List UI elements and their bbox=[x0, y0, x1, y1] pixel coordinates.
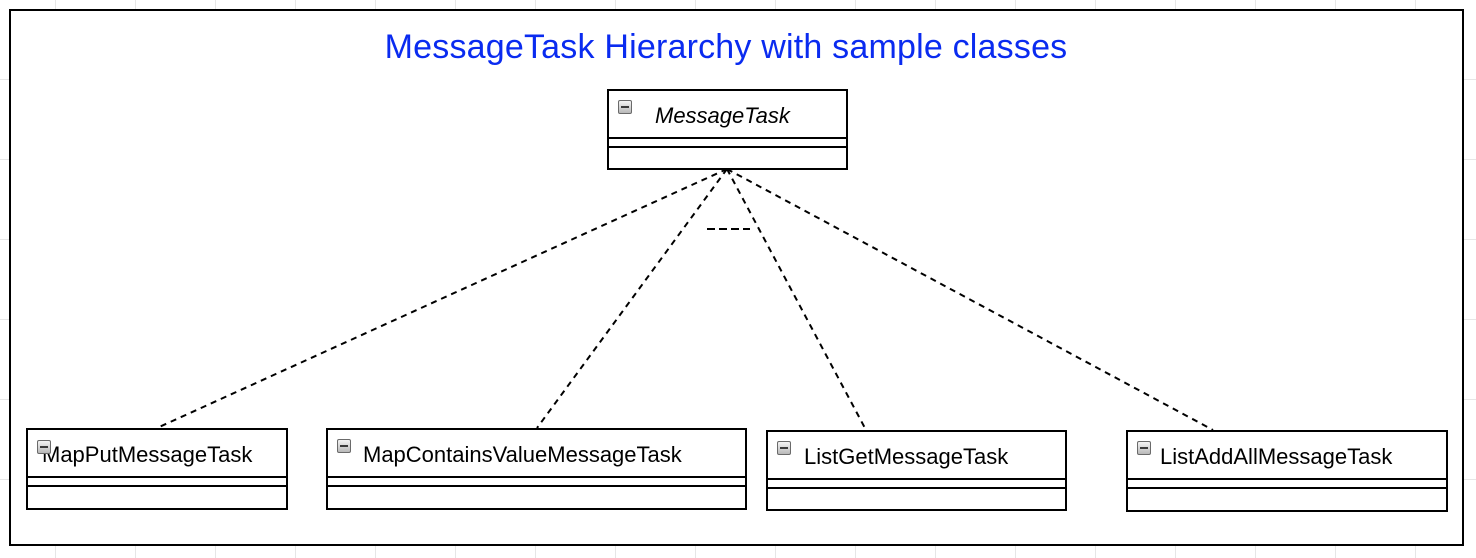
class-attributes-compartment bbox=[768, 480, 1065, 489]
class-attributes-compartment bbox=[28, 478, 286, 487]
class-name-row: MapPutMessageTask bbox=[28, 430, 286, 478]
class-box-list-get-message-task[interactable]: ListGetMessageTask bbox=[766, 430, 1067, 511]
realization-line-map-put bbox=[156, 168, 728, 429]
class-attributes-compartment bbox=[1128, 480, 1446, 489]
class-name-row: MessageTask bbox=[609, 91, 846, 139]
class-box-map-contains-value-message-task[interactable]: MapContainsValueMessageTask bbox=[326, 428, 747, 510]
class-name-row: MapContainsValueMessageTask bbox=[328, 430, 745, 478]
collapse-icon[interactable] bbox=[337, 439, 351, 453]
collapse-icon[interactable] bbox=[37, 440, 51, 454]
class-box-list-add-all-message-task[interactable]: ListAddAllMessageTask bbox=[1126, 430, 1448, 512]
diagram-title: MessageTask Hierarchy with sample classe… bbox=[384, 28, 1068, 66]
class-name: MapPutMessageTask bbox=[42, 442, 253, 467]
class-attributes-compartment bbox=[609, 139, 846, 148]
class-name-row: ListAddAllMessageTask bbox=[1128, 432, 1446, 480]
collapse-icon[interactable] bbox=[777, 441, 791, 455]
class-attributes-compartment bbox=[328, 478, 745, 487]
class-name: ListAddAllMessageTask bbox=[1160, 444, 1393, 469]
class-box-message-task[interactable]: MessageTask bbox=[607, 89, 848, 170]
collapse-icon[interactable] bbox=[618, 100, 632, 114]
class-name: MessageTask bbox=[655, 103, 790, 128]
class-name-row: ListGetMessageTask bbox=[768, 432, 1065, 480]
realization-line-list-get bbox=[726, 168, 867, 431]
class-name: MapContainsValueMessageTask bbox=[363, 442, 682, 467]
realization-line-map-contains-value bbox=[536, 168, 728, 429]
realization-line-list-add-all bbox=[726, 168, 1214, 431]
class-box-map-put-message-task[interactable]: MapPutMessageTask bbox=[26, 428, 288, 510]
collapse-icon[interactable] bbox=[1137, 441, 1151, 455]
class-name: ListGetMessageTask bbox=[804, 444, 1009, 469]
